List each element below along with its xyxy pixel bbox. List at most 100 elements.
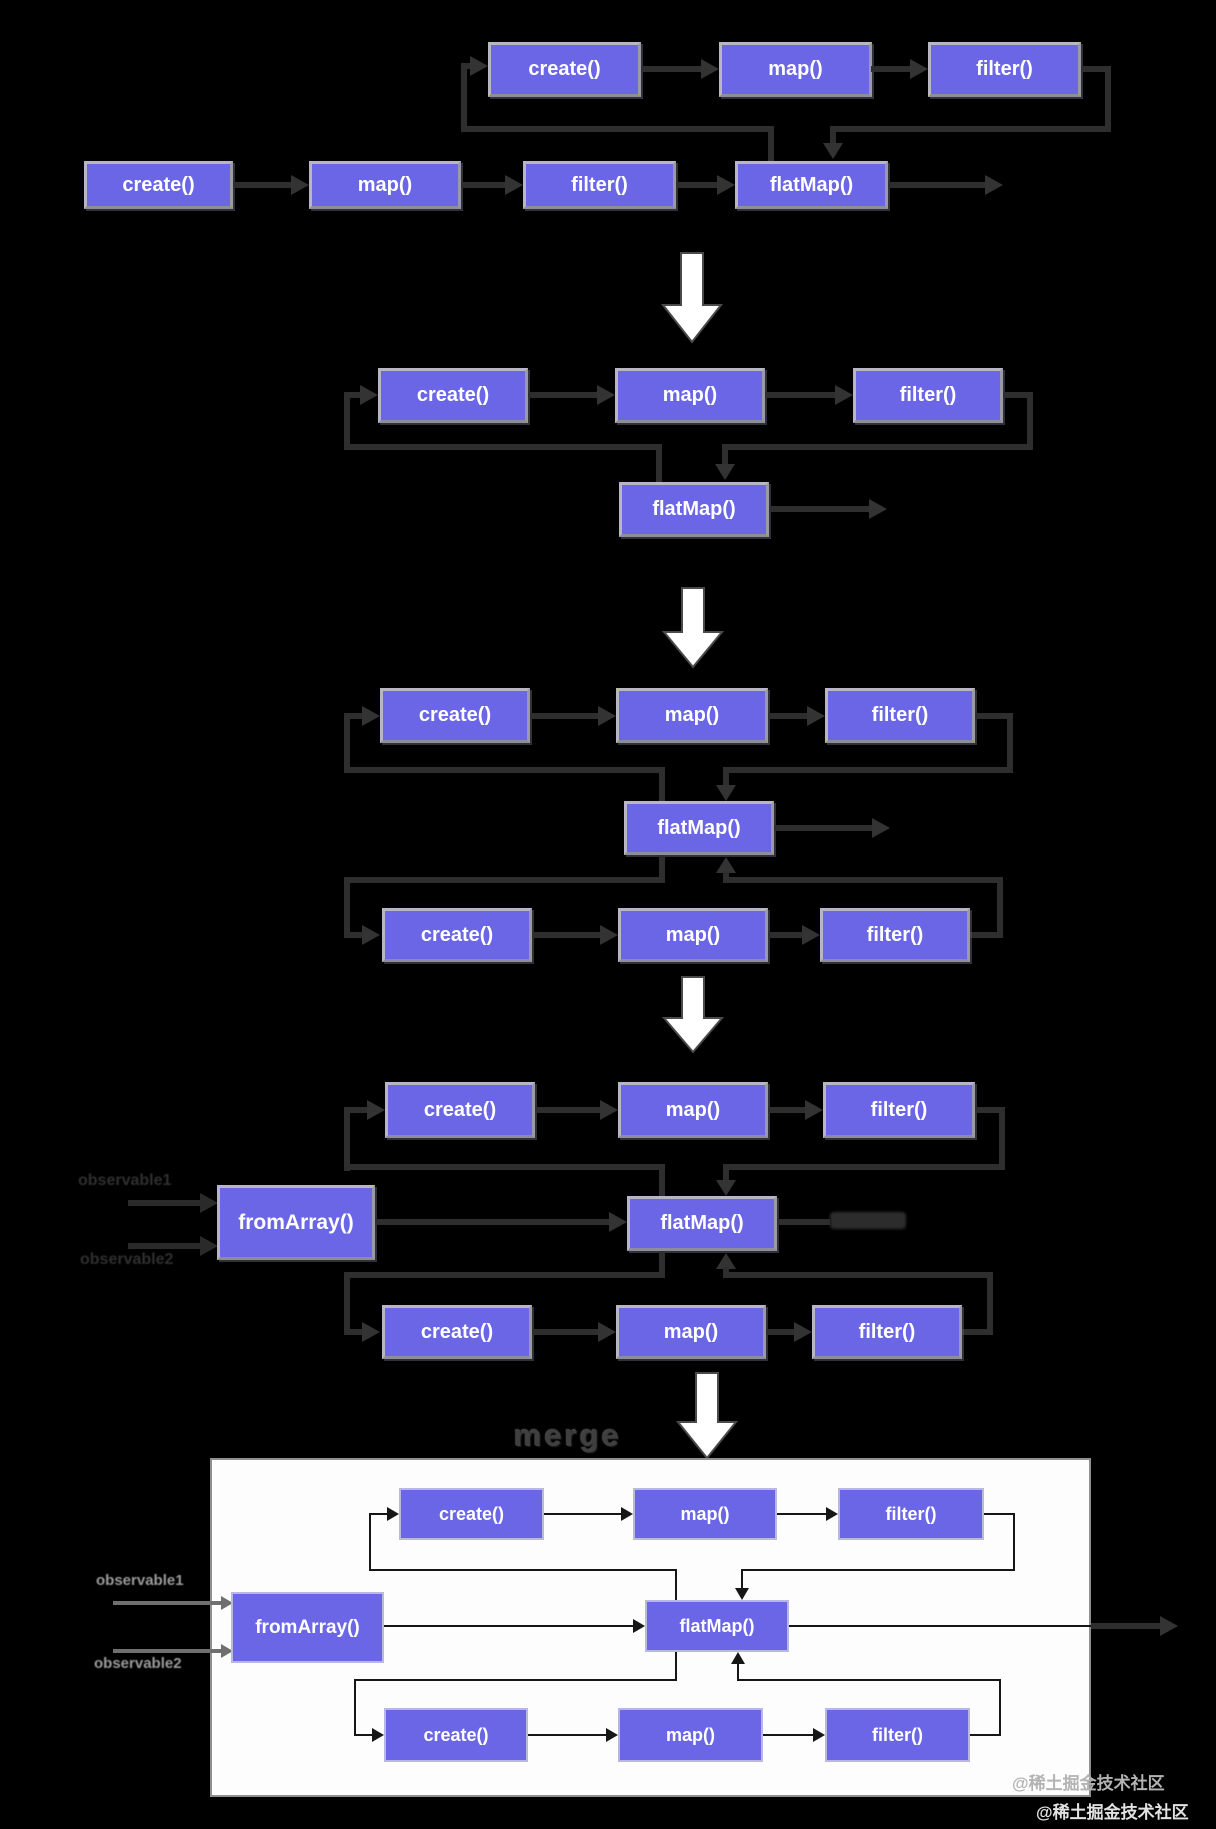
- connector: [535, 1107, 602, 1113]
- connector: [768, 713, 809, 719]
- arrowhead-icon: [597, 385, 615, 405]
- observable1-label: observable1: [96, 1572, 184, 1589]
- node-map: map(): [618, 908, 768, 962]
- connector: [369, 1569, 677, 1571]
- connector: [888, 182, 987, 188]
- merge-label: merge: [514, 1418, 623, 1453]
- connector: [461, 63, 467, 132]
- node-filter: filter(): [928, 42, 1081, 97]
- arrowhead-icon: [600, 1100, 618, 1120]
- connector: [675, 1652, 677, 1681]
- observable2-label: observable2: [94, 1655, 182, 1672]
- arrowhead-icon: [221, 1596, 233, 1610]
- connector: [344, 392, 362, 398]
- arrowhead-icon: [794, 1322, 812, 1342]
- observable1-label: observable1: [78, 1172, 172, 1189]
- connector: [742, 1569, 1015, 1571]
- connector: [1027, 392, 1033, 450]
- connector: [344, 767, 665, 773]
- node-fromarray: fromArray(): [231, 1592, 384, 1663]
- node-fromarray: fromArray(): [217, 1185, 375, 1260]
- node-flatmap: flatMap(): [627, 1196, 777, 1251]
- connector: [777, 1513, 828, 1515]
- connector: [659, 855, 665, 883]
- connector: [354, 1679, 677, 1681]
- arrowhead-icon: [735, 1588, 749, 1600]
- arrowhead-icon: [367, 1100, 385, 1120]
- connector: [777, 1219, 830, 1225]
- arrowhead-icon: [600, 925, 618, 945]
- connector: [659, 1164, 665, 1196]
- node-map: map(): [309, 161, 461, 209]
- node-create: create(): [382, 1305, 532, 1359]
- connector: [344, 877, 350, 938]
- arrowhead-icon: [200, 1193, 218, 1213]
- connector: [722, 444, 728, 464]
- connector: [128, 1243, 204, 1249]
- arrowhead-icon: [823, 143, 843, 159]
- connector: [997, 877, 1003, 938]
- connector: [729, 877, 1003, 883]
- arrowhead-icon: [805, 1100, 823, 1120]
- arrowhead-icon: [835, 385, 853, 405]
- connector: [975, 713, 1013, 719]
- node-map: map(): [618, 1708, 763, 1762]
- connector: [1081, 66, 1111, 72]
- connector: [233, 182, 293, 188]
- node-create: create(): [488, 42, 641, 97]
- connector: [675, 1569, 677, 1600]
- connector: [128, 1200, 204, 1206]
- connector: [344, 392, 350, 450]
- connector: [354, 1679, 356, 1736]
- arrowhead-icon: [372, 1728, 384, 1742]
- arrowhead-icon: [200, 1236, 218, 1256]
- connector: [461, 63, 473, 69]
- connector: [970, 1734, 1001, 1736]
- connector: [774, 825, 874, 831]
- connector: [369, 1513, 371, 1570]
- arrowhead-icon: [633, 1619, 645, 1633]
- connector: [984, 1513, 1015, 1515]
- arrowhead-icon: [505, 175, 523, 195]
- connector: [975, 1107, 1005, 1113]
- node-filter: filter(): [825, 688, 975, 743]
- arrowhead-icon: [716, 785, 736, 801]
- flow-down-arrow-icon: [675, 1372, 739, 1460]
- connector: [768, 1107, 807, 1113]
- arrowhead-icon: [910, 59, 928, 79]
- arrowhead-icon: [606, 1728, 618, 1742]
- node-flatmap: flatMap(): [619, 482, 769, 537]
- connector: [1105, 66, 1111, 132]
- arrowhead-icon: [621, 1507, 633, 1521]
- connector: [659, 767, 665, 801]
- flow-down-arrow-icon: [661, 976, 725, 1054]
- arrowhead-icon: [807, 706, 825, 726]
- arrowhead-icon: [387, 1507, 399, 1521]
- connector: [461, 126, 774, 132]
- arrowhead-icon: [716, 1253, 736, 1269]
- arrowhead-icon: [717, 175, 735, 195]
- connector: [729, 1272, 993, 1278]
- connector: [528, 1734, 606, 1736]
- flow-down-arrow-icon: [661, 587, 725, 669]
- connector: [532, 1329, 600, 1335]
- connector: [768, 126, 774, 161]
- connector: [1007, 713, 1013, 773]
- connector: [962, 1329, 993, 1335]
- connector: [344, 932, 364, 938]
- connector: [344, 1107, 350, 1171]
- node-map: map(): [618, 1082, 768, 1138]
- node-map: map(): [719, 42, 872, 97]
- connector: [741, 1569, 743, 1589]
- connector: [1091, 1623, 1162, 1629]
- node-create: create(): [378, 368, 528, 423]
- connector: [970, 932, 1003, 938]
- connector: [384, 1625, 635, 1627]
- connector: [344, 713, 362, 719]
- arrowhead-icon: [802, 925, 820, 945]
- faded-output-trail: [830, 1212, 906, 1229]
- arrowhead-icon: [872, 818, 890, 838]
- node-create: create(): [399, 1488, 544, 1540]
- arrowhead-icon: [362, 1322, 380, 1342]
- arrowhead-icon: [826, 1507, 838, 1521]
